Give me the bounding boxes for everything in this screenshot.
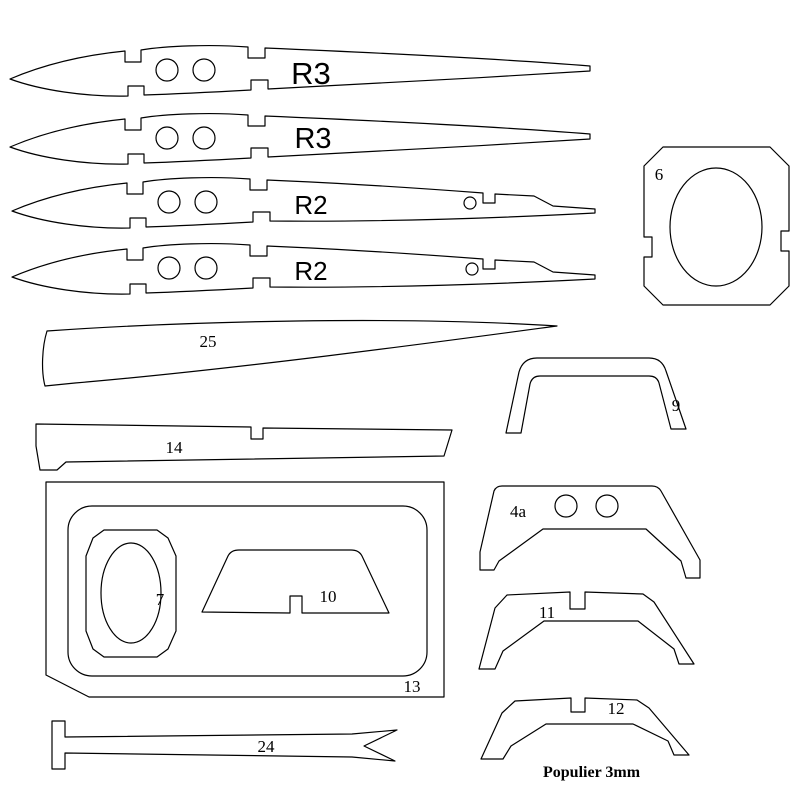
- small-pin-hole: [465, 262, 479, 276]
- arch-former-9: 9: [505, 357, 687, 434]
- part-label: 4a: [510, 502, 527, 521]
- wing-rib-r3-2: R3: [9, 112, 591, 165]
- former-11: 11: [478, 591, 695, 670]
- strip-14-outline: [35, 423, 453, 471]
- planing-strip-25-outline: [41, 319, 558, 387]
- strip-24-outline: [51, 720, 398, 770]
- former-12-outline: [480, 697, 690, 760]
- lightening-hole: [194, 190, 218, 214]
- ring-former-7-oval-cutout: [100, 542, 162, 644]
- lightening-hole: [192, 58, 216, 82]
- material-note: Populier 3mm: [543, 764, 641, 781]
- wing-rib-r2-1-outline: [11, 176, 596, 229]
- strip-24: 24: [51, 720, 398, 770]
- former-4a-outline: [479, 485, 701, 579]
- former-4a-hole: [554, 494, 578, 518]
- wing-rib-r2-2: R2: [11, 242, 596, 295]
- lightening-hole: [192, 126, 216, 150]
- lightening-hole: [155, 126, 179, 150]
- part-label: 12: [608, 699, 625, 718]
- small-pin-hole: [463, 196, 477, 210]
- former-10: 10: [201, 549, 390, 614]
- wing-rib-r2-2-outline: [11, 242, 596, 295]
- wing-rib-r3-1: R3: [9, 44, 591, 97]
- lightening-hole: [157, 256, 181, 280]
- rib-label: R2: [294, 256, 327, 286]
- part-label: 25: [200, 332, 217, 351]
- ring-former-7: 7: [85, 529, 177, 658]
- former-12: 12: [480, 697, 690, 760]
- part-label: 14: [166, 438, 184, 457]
- former-10-outline: [201, 549, 390, 614]
- former-6: 6: [643, 146, 790, 306]
- planing-strip-25: 25: [41, 319, 558, 387]
- part-label: 9: [672, 396, 681, 415]
- wing-rib-r3-1-outline: [9, 44, 591, 97]
- part-label: 24: [258, 737, 276, 756]
- sheet-plate-13: 13 7 10: [45, 481, 445, 698]
- arch-former-9-outline: [505, 357, 687, 434]
- lightening-hole: [194, 256, 218, 280]
- former-11-outline: [478, 591, 695, 670]
- rib-label: R3: [294, 123, 331, 155]
- former-4a-hole: [595, 494, 619, 518]
- rib-label: R3: [291, 56, 331, 91]
- part-label: 6: [655, 165, 664, 184]
- strip-14: 14: [35, 423, 453, 471]
- rib-label: R2: [294, 190, 327, 220]
- lightening-hole: [157, 190, 181, 214]
- part-label: 13: [404, 677, 421, 696]
- part-label: 10: [320, 587, 337, 606]
- wing-rib-r3-2-outline: [9, 112, 591, 165]
- former-6-oval-cutout: [669, 167, 763, 287]
- wing-rib-r2-1: R2: [11, 176, 596, 229]
- part-label: 7: [156, 590, 165, 609]
- lightening-hole: [155, 58, 179, 82]
- former-4a: 4a: [479, 485, 701, 579]
- part-label: 11: [539, 603, 555, 622]
